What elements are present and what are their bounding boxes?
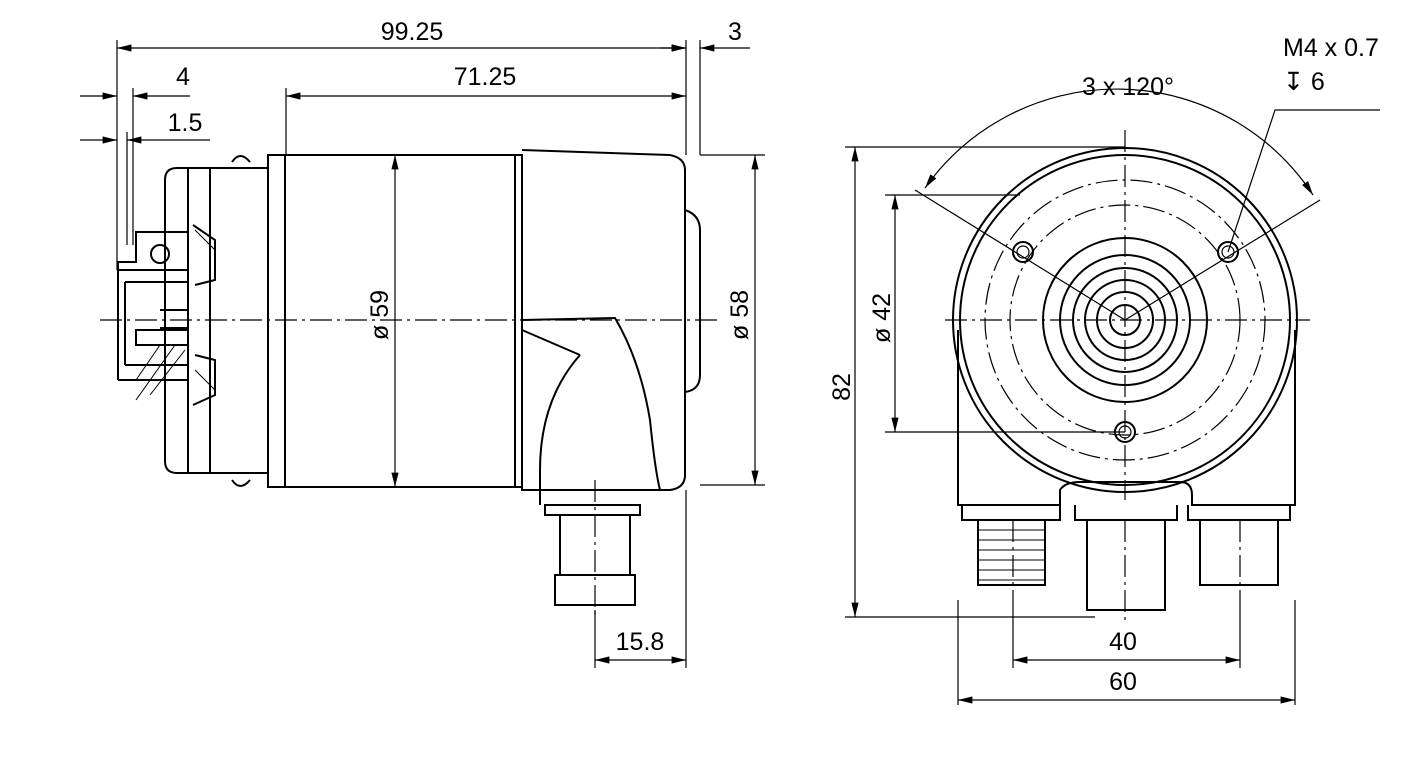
front-view: 3 x 120° M4 x 0.7 ↧ 6 82 ø 42 40 60 xyxy=(828,34,1380,705)
dim-overall-length: 99.25 xyxy=(381,18,444,46)
dim-bolt-circle: ø 42 xyxy=(868,293,896,343)
hole-pattern-label: 3 x 120° xyxy=(1082,73,1174,101)
thread-depth-label: ↧ 6 xyxy=(1283,68,1325,96)
dim-connector-spacing: 40 xyxy=(1109,628,1137,656)
dim-connector-offset: 15.8 xyxy=(616,628,665,656)
dim-width: 60 xyxy=(1109,668,1137,696)
dim-body-length: 71.25 xyxy=(454,63,517,91)
dim-diameter-58: ø 58 xyxy=(726,290,754,340)
dim-shaft-4: 4 xyxy=(176,63,190,91)
thread-spec-label: M4 x 0.7 xyxy=(1283,34,1379,62)
angle-arc xyxy=(924,88,1314,196)
dim-diameter-59: ø 59 xyxy=(366,290,394,340)
side-view: 99.25 3 4 71.25 1.5 ø 59 ø 58 15.8 xyxy=(80,18,765,668)
connectors xyxy=(961,505,1291,611)
encoder-body-side xyxy=(117,149,701,606)
dim-flange-offset: 3 xyxy=(728,18,742,46)
dim-shaft-1-5: 1.5 xyxy=(168,109,203,137)
dim-height: 82 xyxy=(828,373,856,401)
